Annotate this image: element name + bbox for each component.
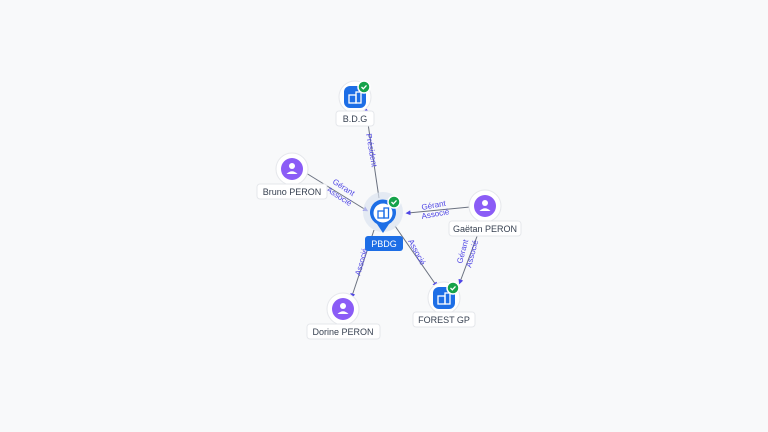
edge-label-gaetan-gerant: Gérant <box>421 199 447 212</box>
node-pbdg[interactable]: PBDG <box>363 192 403 251</box>
node-label-pbdg: PBDG <box>371 239 397 249</box>
node-label-bruno: Bruno PERON <box>263 187 322 197</box>
node-dorine[interactable]: Dorine PERON <box>306 292 381 340</box>
check-icon <box>361 84 367 90</box>
node-label-forest: FOREST GP <box>418 315 470 325</box>
node-gaetan[interactable]: Gaëtan PERON <box>448 189 522 237</box>
check-icon <box>391 199 397 205</box>
node-label-bdg: B.D.G <box>343 114 368 124</box>
edge-bruno-pbdg[interactable] <box>305 172 369 212</box>
edge-label-president: Président <box>364 133 379 169</box>
user-icon <box>337 303 349 314</box>
building-icon <box>377 207 390 219</box>
check-icon <box>450 285 456 291</box>
edge-gaetan-pbdg[interactable] <box>405 206 471 216</box>
node-bruno[interactable]: Bruno PERON <box>256 152 328 200</box>
node-forest[interactable]: FOREST GP <box>412 281 476 328</box>
node-label-gaetan: Gaëtan PERON <box>453 224 517 234</box>
user-icon <box>286 163 298 174</box>
node-bdg[interactable]: B.D.G <box>335 80 375 127</box>
building-icon <box>348 91 362 104</box>
user-icon <box>479 200 491 211</box>
edge-label-dorine-associe: Associé <box>353 247 370 277</box>
edge-label-forest-associe: Associé <box>406 238 427 267</box>
node-label-dorine: Dorine PERON <box>312 327 373 337</box>
edge-forest-pbdg[interactable] <box>394 225 438 288</box>
building-icon <box>437 292 451 305</box>
